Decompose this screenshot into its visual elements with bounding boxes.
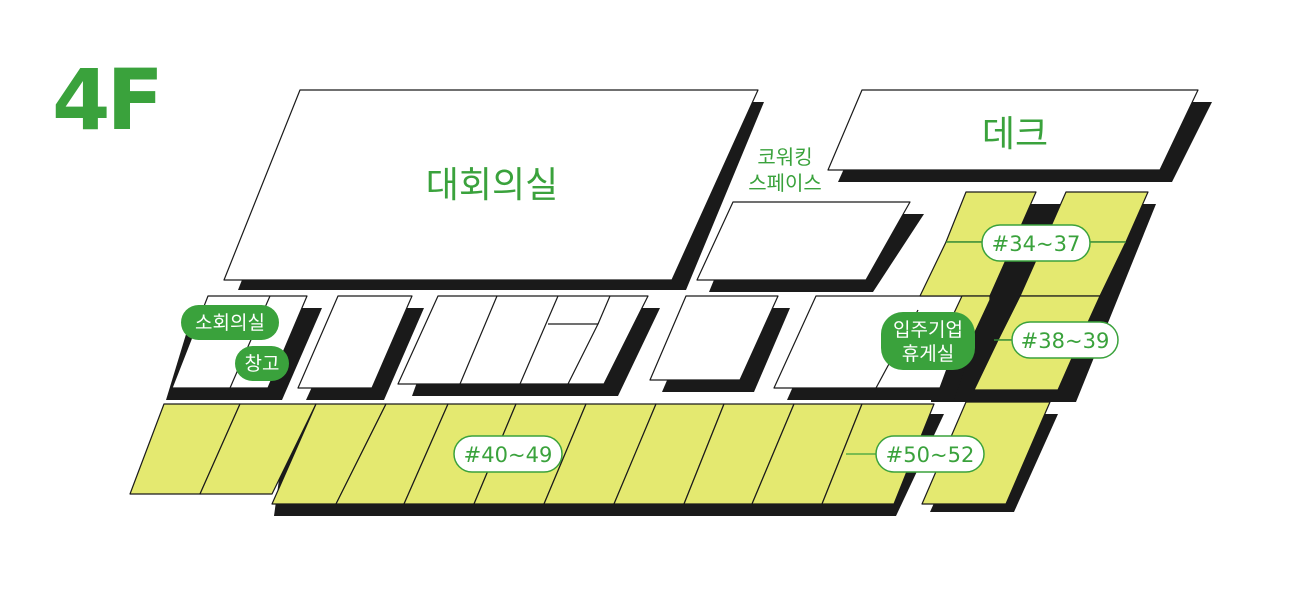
office-unit[interactable] [199,403,317,495]
room-tags: 소회의실 창고 입주기업 휴게실 [181,305,975,381]
large-meeting-room[interactable] [223,89,759,281]
coworking-label-line1: 코워킹 [757,145,812,169]
coworking-room[interactable] [696,201,911,281]
storage-room[interactable] [297,295,413,389]
small-meeting-room-tag-label: 소회의실 [195,312,265,334]
deck-label: 데크 [982,114,1048,155]
office-callouts: #34~37 #38~39 #40~49 #50~52 [453,224,1126,473]
office-range-50-52-tag[interactable] [875,435,985,473]
large-meeting-room-label: 대회의실 [426,165,558,206]
office-range-40-49-tag[interactable] [453,435,563,473]
office-range-40-49-label: #40~49 [464,443,553,467]
room-labels: 대회의실 데크 코워킹 스페이스 [426,114,1048,206]
office-block-b[interactable] [649,295,779,381]
office-range-38-39-label: #38~39 [1021,329,1110,353]
storage-tag[interactable] [235,346,289,381]
small-meeting-room-tag[interactable] [181,305,279,340]
tenant-lounge-tag-line1: 입주기업 [893,319,963,341]
office-block-a[interactable] [397,295,649,385]
deck-area[interactable] [827,89,1199,171]
floor-label: 4F [52,51,164,149]
office-range-34-37-tag[interactable] [981,224,1091,262]
tenant-lounge-tag[interactable] [881,312,975,370]
rooms [171,89,1199,389]
tenant-lounge-tag-line2: 휴게실 [902,343,954,365]
office-range-38-39-tag[interactable] [1011,321,1119,359]
coworking-label-line2: 스페이스 [748,171,822,195]
office-unit[interactable] [921,401,1051,505]
office-range-50-52-label: #50~52 [886,443,975,467]
storage-tag-label: 창고 [245,353,280,375]
office-range-34-37-label: #34~37 [992,232,1081,256]
